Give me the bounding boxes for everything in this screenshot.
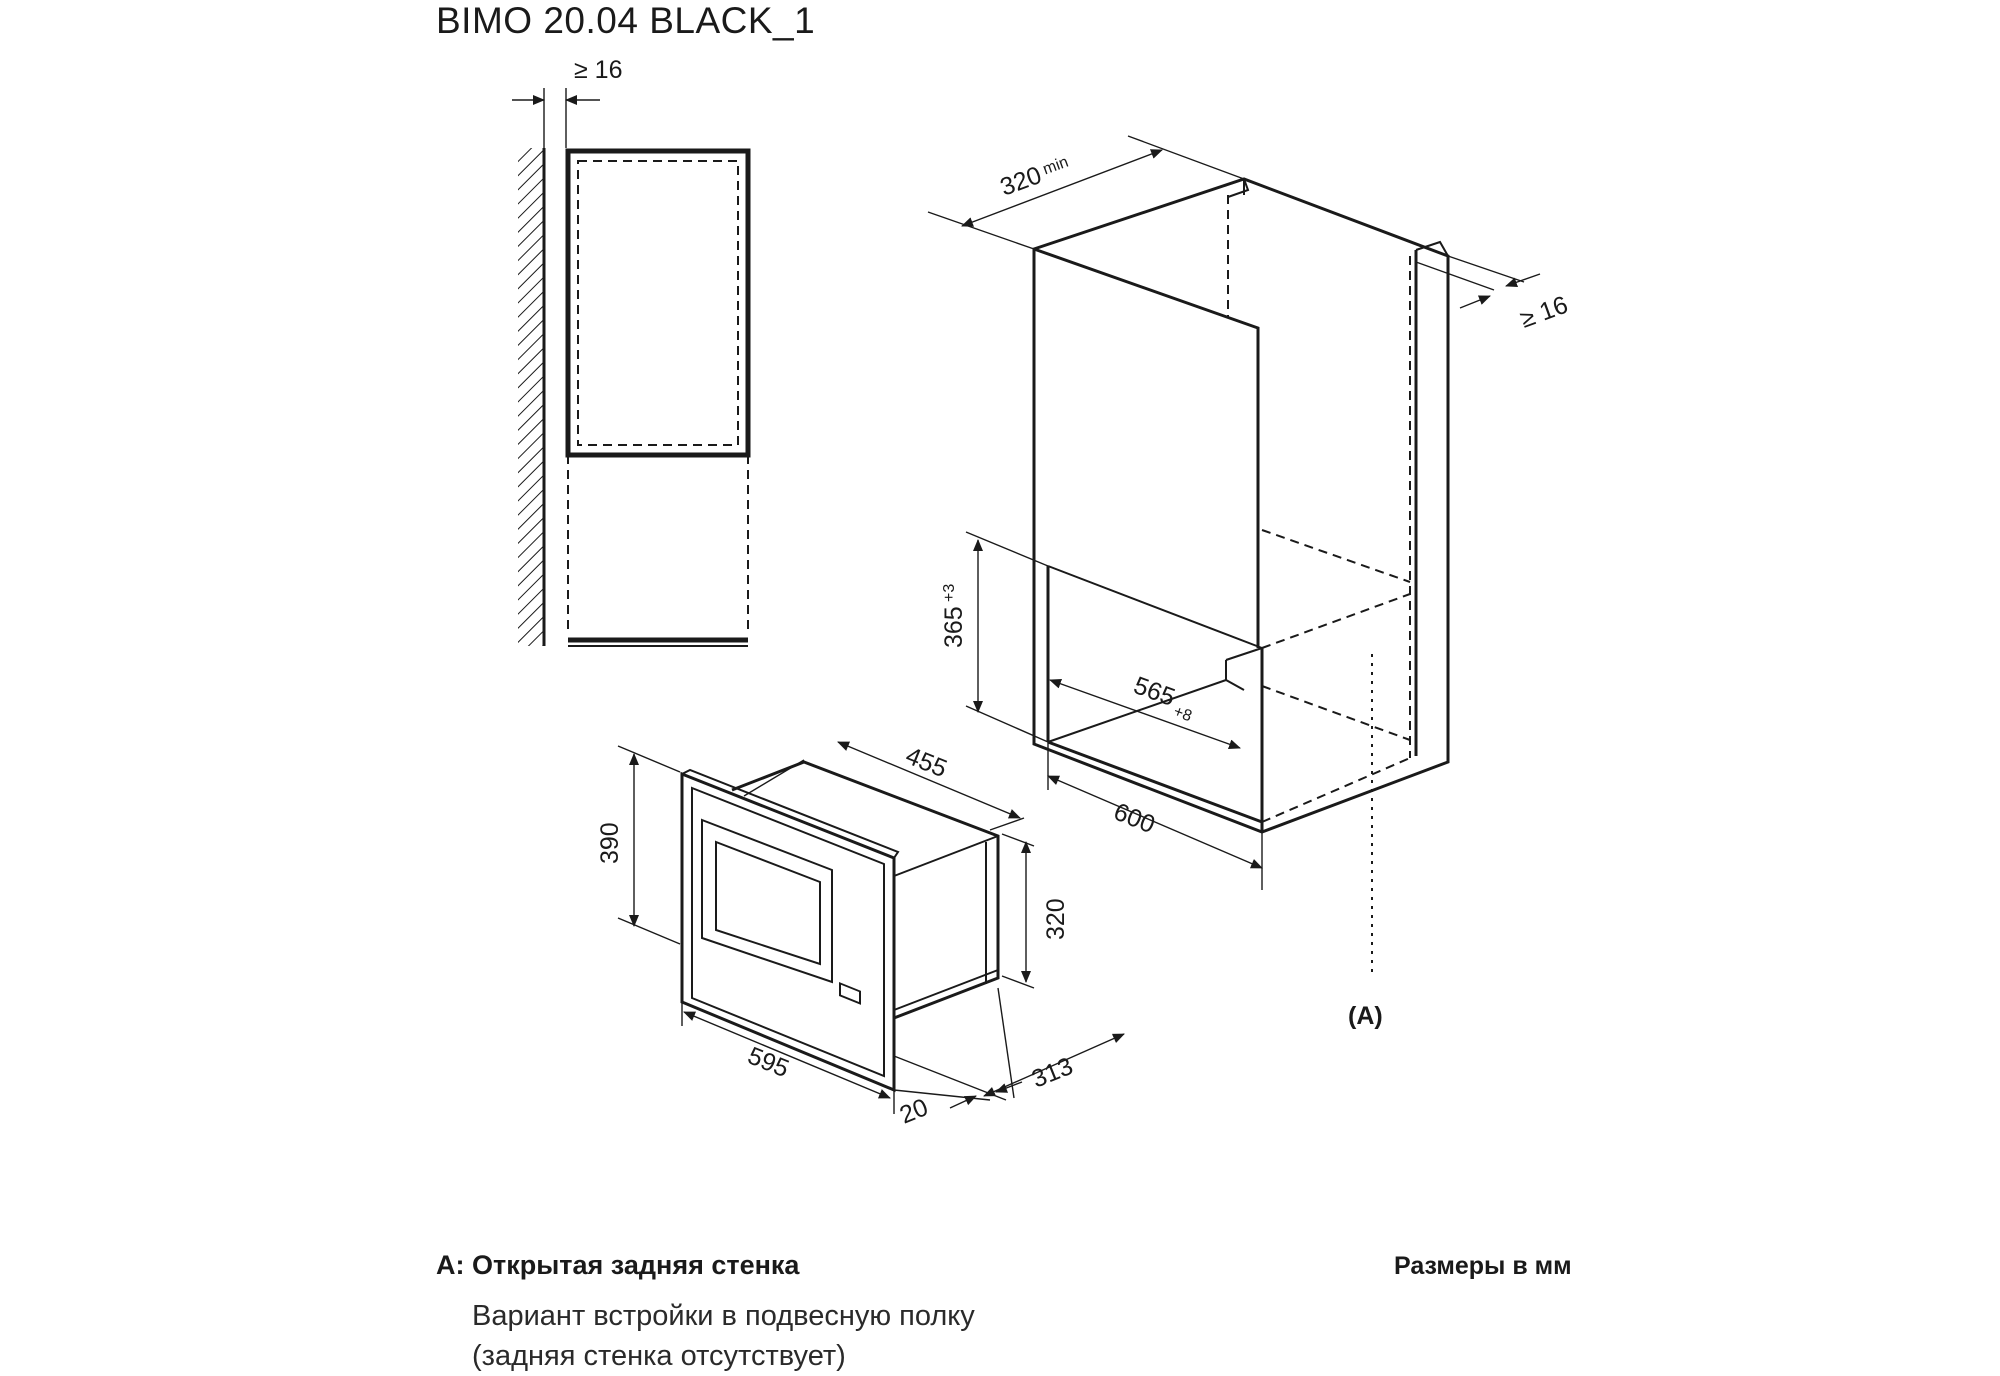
cabinet-silhouette <box>1032 177 1450 834</box>
units-note: Размеры в мм <box>1394 1252 1572 1280</box>
ext-depth-back <box>1127 135 1245 180</box>
marker-a-label: (A) <box>1348 1002 1383 1030</box>
top-lip <box>1223 177 1250 198</box>
oven-frame <box>680 771 896 1093</box>
niche-top-front <box>1047 565 1263 649</box>
legend-description-line-2: (задняя стенка отсутствует) <box>472 1340 846 1372</box>
dim-arrow-depth-min <box>961 149 1163 227</box>
dim-oven-depth: 455 <box>902 742 951 784</box>
hidden-shelf-line-2 <box>1261 593 1411 649</box>
oven-window-inner <box>715 840 821 966</box>
legend-open-back: A: Открытая задняя стенка <box>436 1250 799 1281</box>
dim-depth-min-sup: min <box>1041 154 1071 179</box>
dim-arrow-side-gap-2 <box>1459 295 1491 309</box>
hidden-floor-line-1 <box>1261 685 1411 741</box>
hidden-floor-line-2 <box>1261 757 1411 823</box>
ext-niche-top <box>965 531 1049 567</box>
dim-niche-height-sup: +3 <box>941 584 958 602</box>
dim-depth-min: 320 <box>996 161 1045 202</box>
dim-arrow-cabinet-width <box>1047 775 1263 869</box>
ext-oven-height-top <box>617 745 681 773</box>
dim-wall-gap: ≥ 16 <box>574 56 622 84</box>
legend-description-line-1: Вариант встройки в подвесную полку <box>472 1300 975 1332</box>
oven-control-button <box>839 981 861 1005</box>
page-title: BIMO 20.04 BLACK_1 <box>436 0 816 41</box>
dim-arrow-body-depth <box>983 1033 1125 1097</box>
dim-niche-width: 565 <box>1130 671 1179 712</box>
upper-cabinet-inner <box>577 160 739 446</box>
ext-depth-front <box>927 211 1035 250</box>
legend-description: Вариант встройки в подвесную полку (задн… <box>472 1296 975 1376</box>
legend-text: Открытая задняя стенка <box>472 1250 800 1280</box>
oven-body-bottom-front <box>893 969 999 1011</box>
oven-body-outline <box>731 760 1000 1020</box>
legend-key: A: <box>436 1250 465 1280</box>
oven-frame-top-edge <box>681 768 900 859</box>
dim-niche-height: 365 <box>940 606 968 648</box>
dim-body-height: 320 <box>1042 898 1070 940</box>
dim-frame-depth: 20 <box>896 1093 932 1129</box>
ext-body-height-top <box>1001 833 1035 847</box>
dim-niche-width-sup: +8 <box>1171 703 1194 725</box>
upper-cabinet-side <box>565 148 751 458</box>
ext-oven-depth-front <box>743 759 805 797</box>
dim-arrow-side-gap-1 <box>1505 273 1541 288</box>
hidden-shelf-line-1 <box>1261 529 1411 583</box>
dim-oven-width: 595 <box>744 1042 793 1084</box>
dim-cabinet-width: 600 <box>1110 798 1159 840</box>
wall-hatch <box>518 148 544 646</box>
dim-arrow-frame-depth-2 <box>995 1081 1023 1093</box>
dim-arrow-frame-depth-1 <box>949 1095 977 1109</box>
oven-window-outer <box>701 818 833 984</box>
oven-isometric: 455 390 320 595 20 31 <box>596 741 1125 1130</box>
side-panel-top <box>1415 240 1449 257</box>
side-view: ≥ 16 <box>512 56 751 647</box>
upper-front-face <box>1033 247 1260 648</box>
dim-oven-height: 390 <box>596 822 624 864</box>
dim-side-gap: ≥ 16 <box>1516 291 1571 334</box>
dim-arrow-niche-width <box>1049 678 1241 750</box>
dim-arrow-oven-depth <box>837 741 1021 819</box>
ext-oven-height-bottom <box>617 917 681 945</box>
ext-body-height-bottom <box>1001 975 1035 989</box>
cabinet-isometric: (A) 320 min ≥ 16 365 +3 565 +8 <box>927 135 1572 1030</box>
niche-back-top <box>1225 647 1263 661</box>
dim-arrow-oven-width <box>683 1011 891 1099</box>
niche-floor-front <box>1047 740 1263 824</box>
ext-body-back <box>997 987 1015 1099</box>
ext-oven-depth-back <box>989 817 1025 831</box>
ext-side-gap-inner <box>1415 261 1495 291</box>
oven-body-top-front <box>893 835 999 877</box>
